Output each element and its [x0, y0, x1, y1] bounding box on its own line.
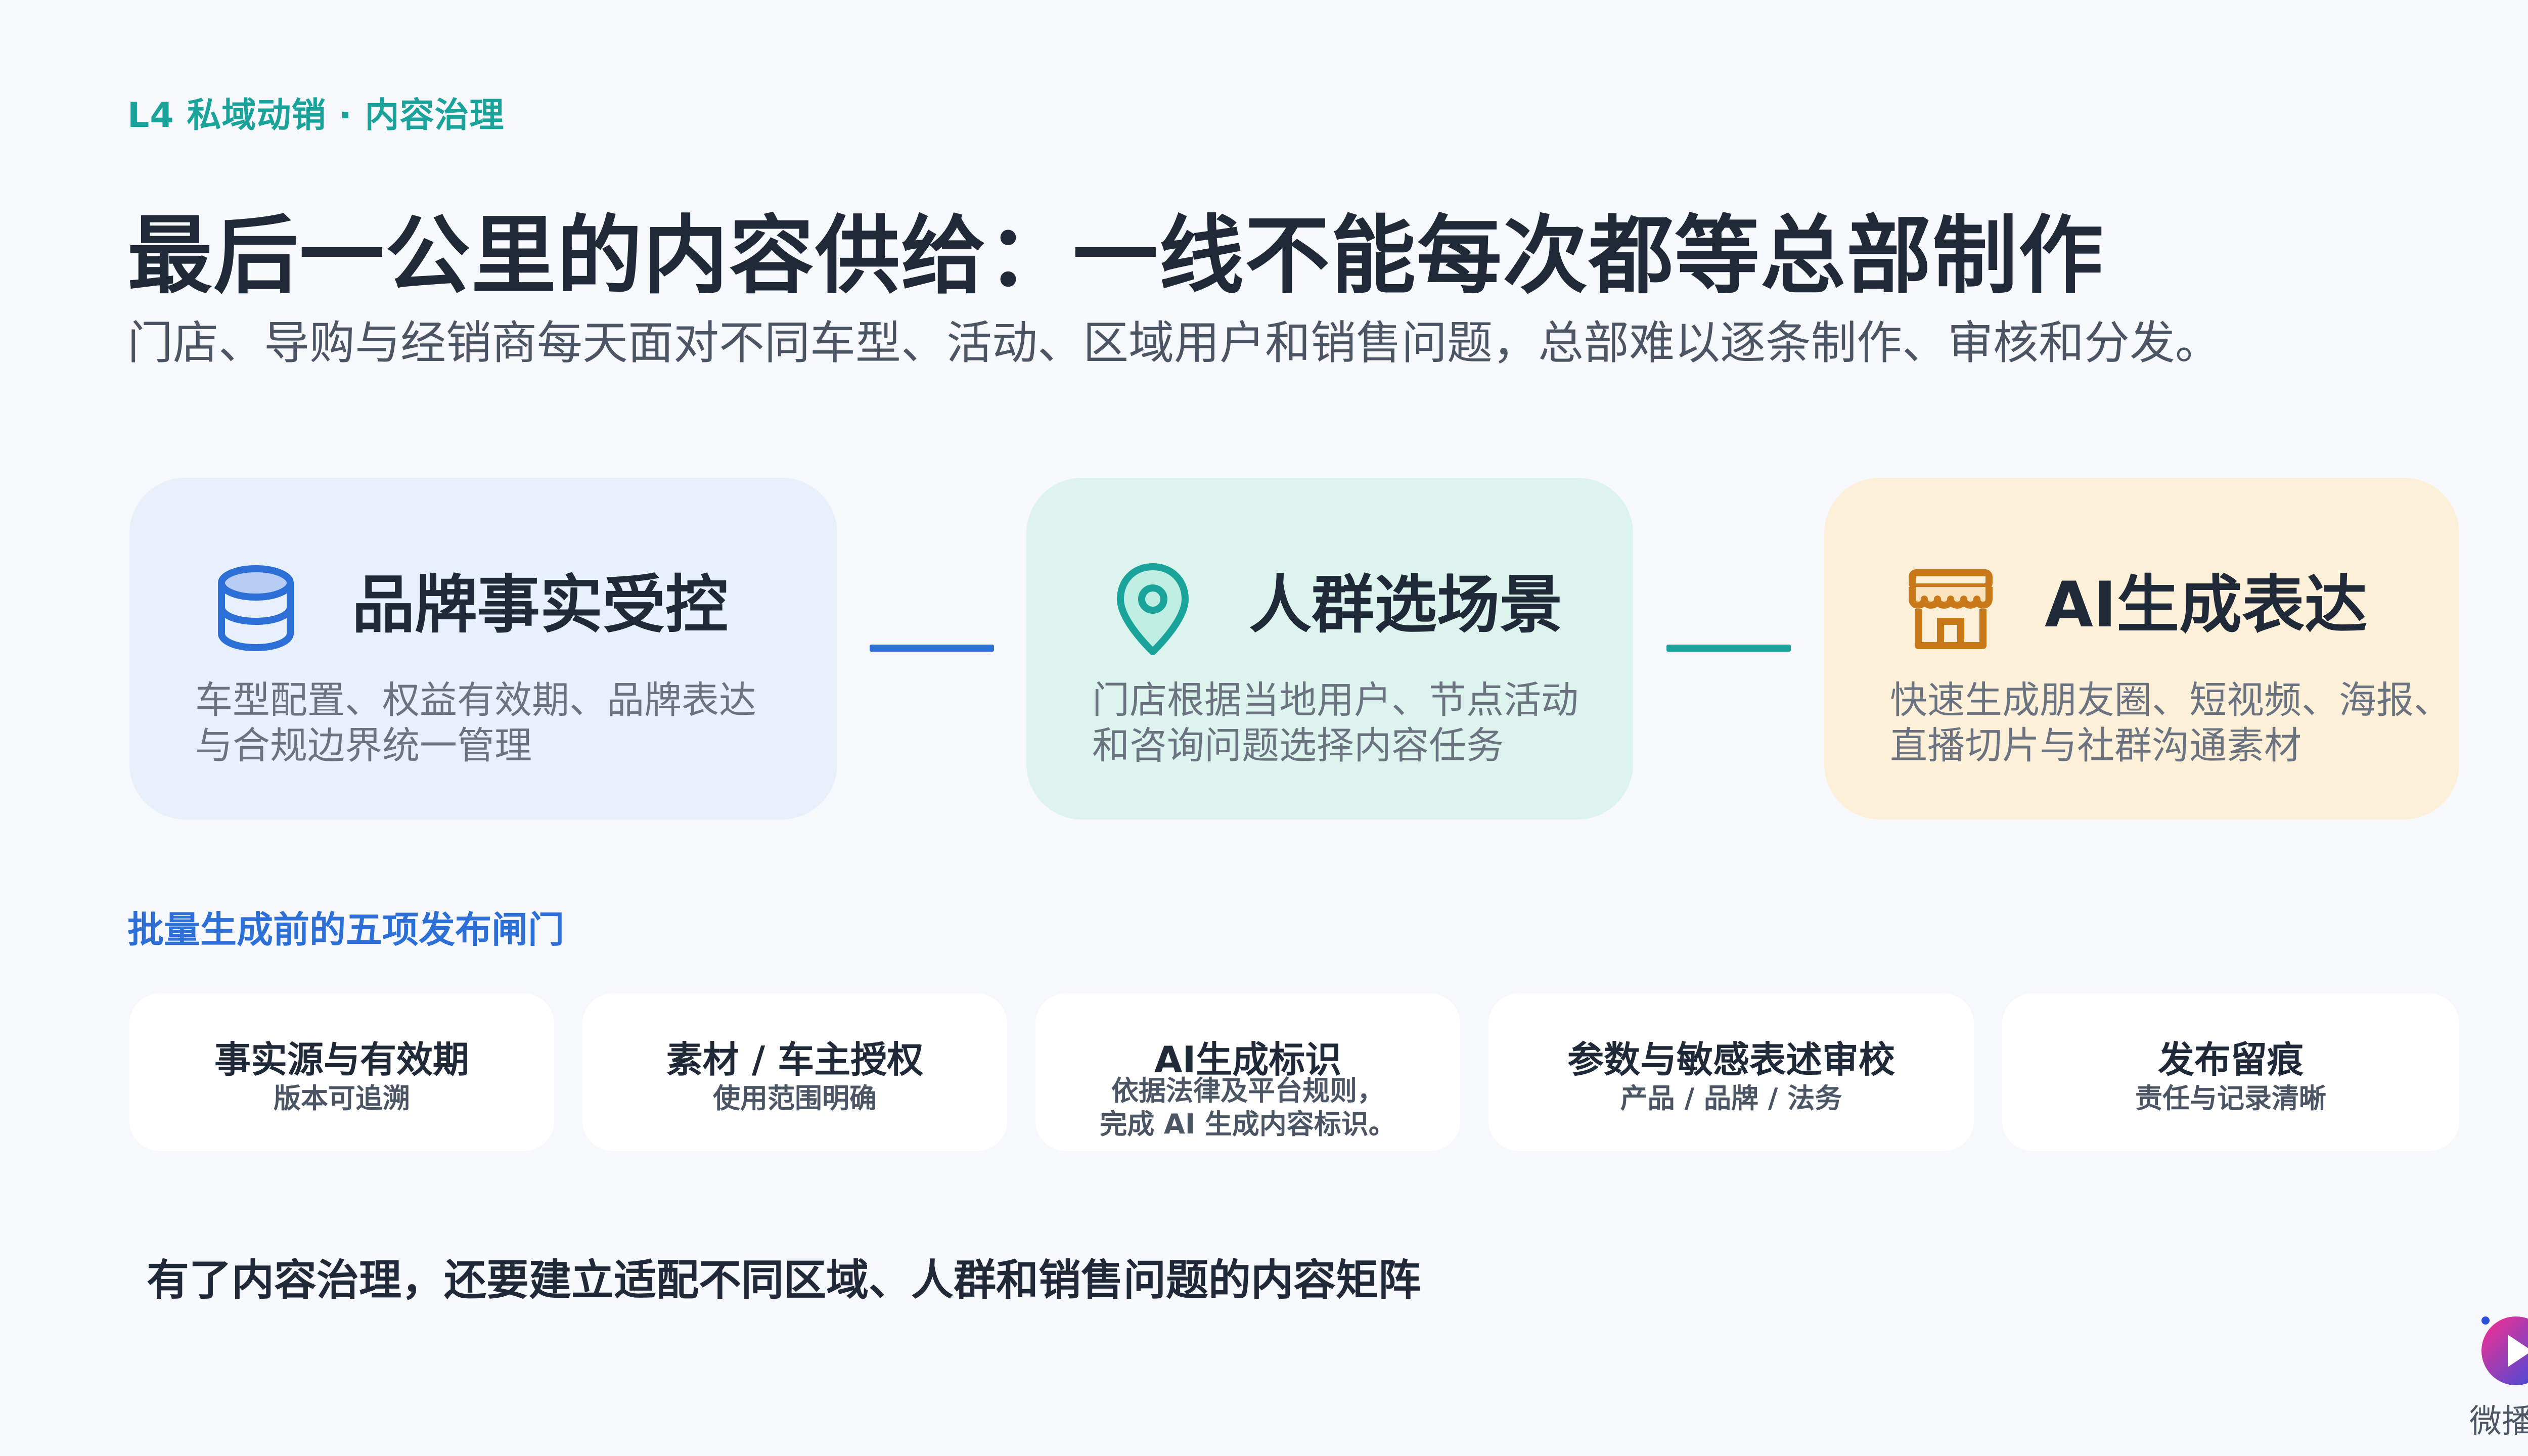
gate-title: AI生成标识 [1154, 1038, 1342, 1081]
gate-card: 事实源与有效期 版本可追溯 [129, 993, 554, 1151]
gate-title: 发布留痕 [2157, 1038, 2304, 1081]
gate-card: 素材 / 车主授权 使用范围明确 [582, 993, 1007, 1151]
card-title: 人群选场景 [1249, 569, 1563, 642]
footer-note: 有了内容治理，还要建立适配不同区域、人群和销售问题的内容矩阵 [147, 1255, 1421, 1305]
gate-description: 依据法律及平台规则， 完成 AI 生成内容标识。 [1100, 1075, 1396, 1140]
card-description: 车型配置、权益有效期、品牌表达 与合规边界统一管理 [195, 678, 756, 767]
gate-title: 素材 / 车主授权 [666, 1038, 924, 1081]
card-title: 品牌事实受控 [352, 569, 729, 642]
card-description: 快速生成朋友圈、短视频、海报、 直播切片与社群沟通素材 [1890, 678, 2451, 767]
connector-line [1666, 645, 1791, 652]
brand-logo-text: 微播易 [2469, 1403, 2528, 1440]
gate-card: AI生成标识 依据法律及平台规则， 完成 AI 生成内容标识。 [1035, 993, 1460, 1151]
gate-description: 版本可追溯 [274, 1082, 410, 1114]
gate-card: 发布留痕 责任与记录清晰 [2002, 993, 2459, 1151]
storefront-icon [1909, 569, 1993, 649]
card-ai-expression: AI生成表达 快速生成朋友圈、短视频、海报、 直播切片与社群沟通素材 [1824, 478, 2459, 820]
gate-description: 责任与记录清晰 [2135, 1082, 2326, 1114]
card-description: 门店根据当地用户、节点活动 和咨询问题选择内容任务 [1092, 678, 1578, 767]
gate-description: 使用范围明确 [713, 1082, 877, 1114]
gate-title: 事实源与有效期 [214, 1038, 469, 1081]
brand-logo-icon [2481, 1316, 2528, 1385]
page-title: 最后一公里的内容供给：一线不能每次都等总部制作 [127, 206, 2104, 305]
location-pin-icon [1117, 563, 1189, 655]
page-subtitle: 门店、导购与经销商每天面对不同车型、活动、区域用户和销售问题，总部难以逐条制作、… [127, 316, 2221, 370]
card-title: AI生成表达 [2045, 569, 2368, 642]
database-icon [218, 565, 294, 652]
gates-section-label: 批量生成前的五项发布闸门 [127, 908, 565, 951]
gate-title: 参数与敏感表述审校 [1567, 1038, 1895, 1081]
connector-line [870, 645, 994, 652]
gate-card: 参数与敏感表述审校 产品 / 品牌 / 法务 [1488, 993, 1974, 1151]
card-audience-scenario: 人群选场景 门店根据当地用户、节点活动 和咨询问题选择内容任务 [1026, 478, 1633, 820]
card-brand-facts: 品牌事实受控 车型配置、权益有效期、品牌表达 与合规边界统一管理 [129, 478, 837, 820]
gate-description: 产品 / 品牌 / 法务 [1620, 1082, 1842, 1114]
section-kicker: L4 私域动销 · 内容治理 [127, 96, 505, 135]
